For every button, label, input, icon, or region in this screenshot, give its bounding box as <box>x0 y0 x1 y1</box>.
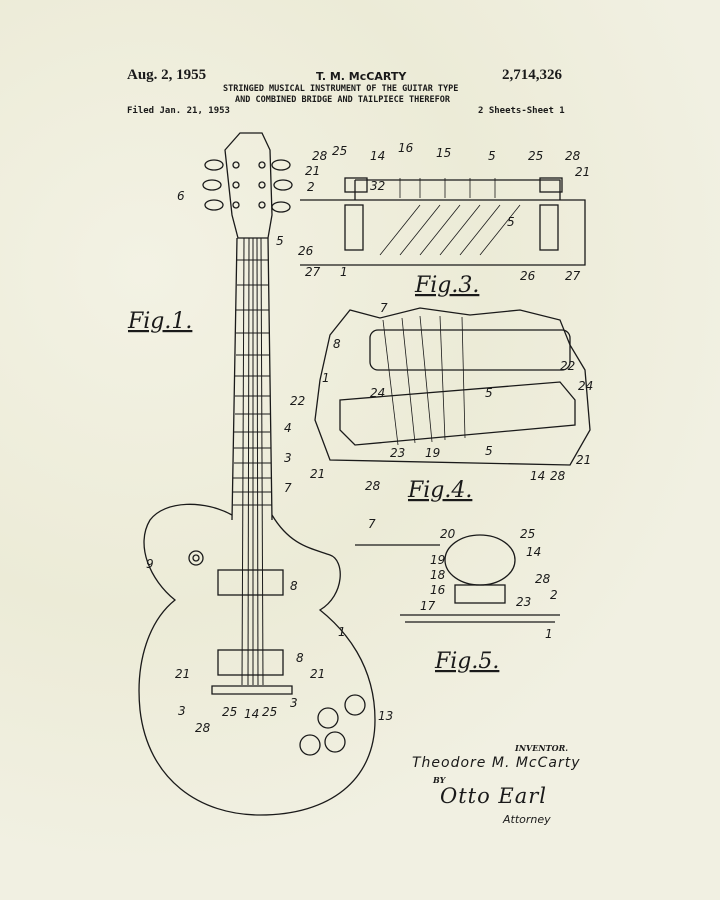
reference-numeral: 3 <box>290 696 298 710</box>
attorney-signature: Otto Earl <box>440 784 548 808</box>
reference-numeral: 21 <box>175 667 190 681</box>
reference-numeral: 23 <box>516 595 531 609</box>
reference-numeral: 1 <box>338 625 346 639</box>
reference-numeral: 25 <box>222 705 237 719</box>
reference-numeral: 15 <box>436 146 451 160</box>
reference-numeral: 19 <box>430 553 445 567</box>
reference-numeral: 27 <box>305 265 321 279</box>
reference-numeral: 9 <box>146 557 154 571</box>
reference-numeral: 25 <box>332 144 347 158</box>
reference-numeral: 25 <box>520 527 535 541</box>
inventor-label: INVENTOR. <box>515 743 569 753</box>
tuning-pegs <box>202 159 293 213</box>
reference-numeral: 3 <box>284 451 292 465</box>
reference-numeral: 19 <box>425 446 440 460</box>
reference-numeral: 14 <box>370 149 385 163</box>
reference-numeral: 25 <box>262 705 277 719</box>
reference-numeral: 28 <box>535 572 551 586</box>
reference-numeral: 24 <box>578 379 593 393</box>
reference-numeral: 5 <box>485 386 493 400</box>
reference-numeral: 21 <box>576 453 591 467</box>
reference-numeral: 16 <box>430 583 446 597</box>
fig1-guitar: 6 5 4 3 7 9 8 1 8 21 21 3 3 28 25 14 25 … <box>127 132 393 816</box>
fig3-bridge-section: 28 25 14 16 15 5 25 28 21 2 32 21 26 27 … <box>298 141 590 298</box>
reference-numeral: 23 <box>390 446 405 460</box>
reference-numeral: 22 <box>290 394 305 408</box>
fig3-label: Fig.3. <box>414 273 479 298</box>
reference-numeral: 21 <box>305 164 320 178</box>
reference-numeral: 28 <box>312 149 328 163</box>
reference-numeral: 4 <box>284 421 292 435</box>
reference-numeral: 7 <box>284 481 292 495</box>
reference-numeral: 14 <box>526 545 541 559</box>
filed-date: Filed Jan. 21, 1953 <box>127 106 230 116</box>
reference-numeral: 24 <box>370 386 385 400</box>
reference-numeral: 8 <box>333 337 341 351</box>
inventor-signature: Theodore M. McCarty <box>412 755 581 771</box>
reference-numeral: 2 <box>307 180 315 194</box>
fig4-label: Fig.4. <box>407 478 472 503</box>
fig4-bridge-perspective: 7 8 1 22 24 21 28 23 19 5 5 14 28 21 22 … <box>290 301 593 503</box>
reference-numeral: 28 <box>565 149 581 163</box>
reference-numeral: 5 <box>485 444 493 458</box>
attorney-label: Attorney <box>503 813 551 826</box>
patent-date: Aug. 2, 1955 <box>127 67 207 83</box>
reference-numeral: 28 <box>195 721 211 735</box>
reference-numeral: 28 <box>365 479 381 493</box>
reference-numeral: 6 <box>177 189 185 203</box>
reference-numeral: 1 <box>322 371 330 385</box>
reference-numeral: 1 <box>545 627 553 641</box>
reference-numeral: 27 <box>565 269 581 283</box>
reference-numeral: 1 <box>340 265 348 279</box>
reference-numeral: 3 <box>178 704 186 718</box>
patent-title-line1: STRINGED MUSICAL INSTRUMENT OF THE GUITA… <box>223 84 459 94</box>
reference-numeral: 21 <box>575 165 590 179</box>
reference-numeral: 21 <box>310 667 325 681</box>
fig5-label: Fig.5. <box>434 649 499 674</box>
fig5-bridge-end-view: 7 20 25 14 19 18 16 17 28 2 23 1 Fig.5. <box>355 517 560 674</box>
reference-numeral: 21 <box>310 467 325 481</box>
sheet-count: 2 Sheets-Sheet 1 <box>478 106 565 116</box>
reference-numeral: 26 <box>298 244 314 258</box>
reference-numeral: 22 <box>560 359 575 373</box>
reference-numeral: 5 <box>507 215 515 229</box>
by-label: BY <box>433 775 446 785</box>
reference-numeral: 28 <box>550 469 566 483</box>
reference-numeral: 17 <box>420 599 436 613</box>
reference-numeral: 14 <box>244 707 259 721</box>
reference-numeral: 7 <box>368 517 376 531</box>
reference-numeral: 5 <box>488 149 496 163</box>
reference-numeral: 8 <box>296 651 304 665</box>
reference-numeral: 7 <box>380 301 388 315</box>
reference-numeral: 25 <box>528 149 543 163</box>
reference-numeral: 13 <box>378 709 393 723</box>
reference-numeral: 18 <box>430 568 446 582</box>
inventor-header: T. M. McCARTY <box>316 70 407 83</box>
patent-title-line2: AND COMBINED BRIDGE AND TAILPIECE THEREF… <box>235 95 450 105</box>
reference-numeral: 26 <box>520 269 536 283</box>
reference-numeral: 16 <box>398 141 414 155</box>
reference-numeral: 8 <box>290 579 298 593</box>
reference-numeral: 5 <box>276 234 284 248</box>
reference-numeral: 20 <box>440 527 456 541</box>
fig1-label: Fig.1. <box>127 309 192 334</box>
reference-numeral: 2 <box>550 588 558 602</box>
reference-numeral: 14 <box>530 469 545 483</box>
patent-number: 2,714,326 <box>502 67 562 83</box>
reference-numeral: 32 <box>370 179 385 193</box>
